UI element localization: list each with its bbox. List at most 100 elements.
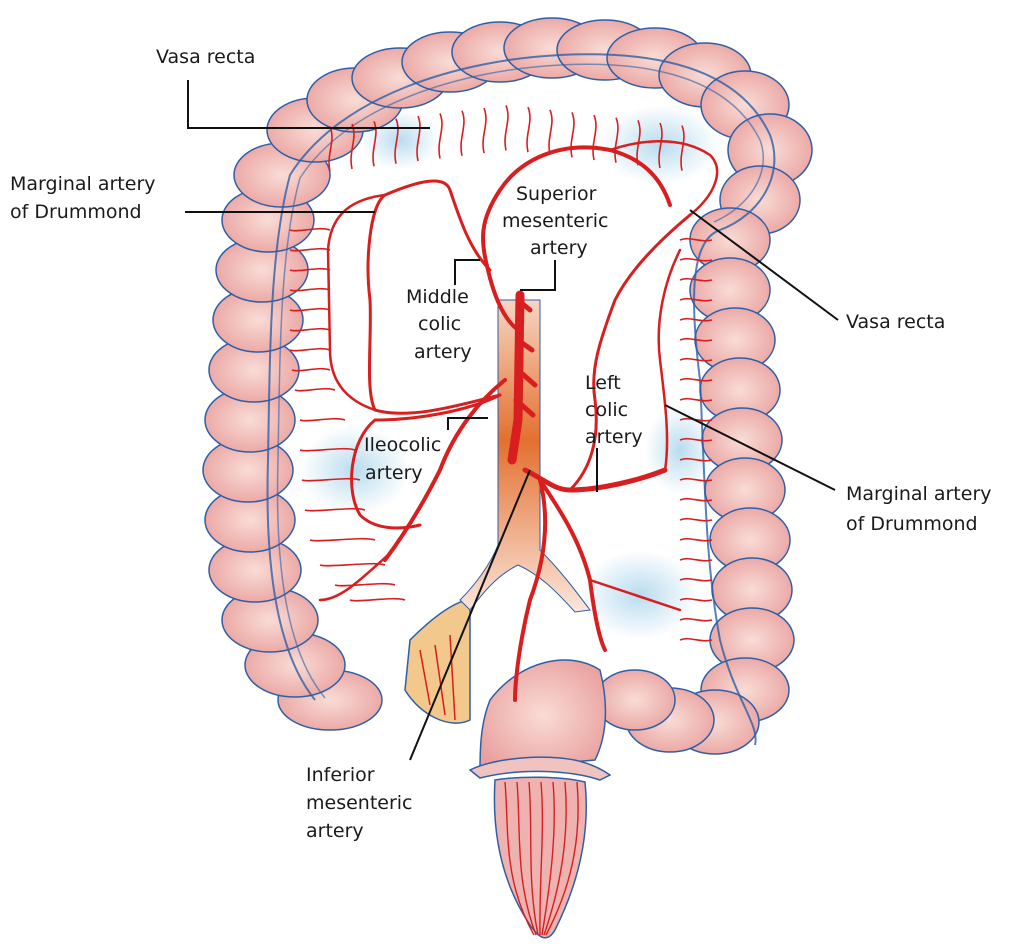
label-inferior-1: Inferior (306, 764, 375, 786)
label-ileocolic-2: artery (365, 462, 423, 484)
leader-vasa-recta-right (689, 209, 839, 321)
vasa-recta (301, 477, 361, 482)
aorta (459, 299, 591, 613)
label-middle-1: Middle (406, 286, 469, 308)
vasa-recta (289, 347, 331, 352)
label-marginal-left-1: Marginal artery (10, 173, 156, 195)
artery-branch (350, 393, 502, 530)
vasa-recta (658, 122, 663, 169)
artery-branch (588, 578, 682, 612)
vasa-recta (504, 105, 509, 151)
vasa-recta (592, 114, 597, 161)
vasa-recta (299, 417, 346, 422)
vasa-recta (679, 637, 713, 642)
vasa-recta (289, 327, 331, 332)
label-inferior-3: artery (306, 820, 364, 842)
vasa-recta (679, 437, 713, 442)
artery-branch (608, 140, 719, 217)
vasa-recta (334, 582, 396, 587)
vasa-recta (679, 377, 713, 382)
vasa-recta (394, 118, 399, 164)
vasa-recta (679, 537, 713, 542)
label-superior-2: mesenteric (502, 210, 609, 232)
label-ileocolic-1: Ileocolic (364, 434, 441, 456)
artery-branch (481, 145, 672, 332)
vasa-recta (679, 477, 713, 482)
vasa-recta (319, 562, 386, 567)
label-marginal-right-1: Marginal artery (846, 483, 992, 505)
vasa-recta (291, 367, 331, 372)
vasa-recta (309, 537, 376, 542)
label-middle-3: artery (414, 341, 472, 363)
vasa-recta (304, 507, 366, 512)
leader-inferior (409, 469, 531, 761)
rectal-vessel (541, 781, 555, 936)
leader-ileocolic (447, 417, 488, 430)
vasa-recta (289, 227, 331, 232)
artery-branch (657, 248, 682, 472)
vasa-recta (460, 110, 465, 156)
vasa-recta (349, 597, 406, 602)
label-left-colic-1: Left (585, 372, 621, 394)
labels: Vasa recta Marginal artery of Drummond S… (10, 46, 992, 842)
artery-branch (568, 213, 692, 492)
artery-branch (326, 193, 387, 412)
vasa-recta (416, 115, 421, 162)
vasa-recta (636, 120, 641, 166)
label-vasa-recta-top: Vasa recta (156, 46, 255, 68)
vasa-recta (679, 397, 713, 402)
label-superior-1: Superior (516, 183, 597, 205)
colon-haustrum (594, 669, 676, 731)
vasa-recta (328, 126, 333, 172)
vasa-recta (548, 109, 553, 155)
rectal-vessel (504, 781, 535, 936)
vasa-recta (679, 257, 713, 262)
vasa-recta (679, 237, 713, 242)
label-vasa-recta-right: Vasa recta (846, 311, 945, 333)
vasa-recta (289, 287, 331, 292)
colon (202, 17, 813, 755)
rectal-vessel (545, 781, 579, 936)
label-marginal-right-2: of Drummond (846, 513, 978, 535)
artery-branch (366, 179, 502, 415)
vasa-recta (680, 125, 685, 171)
leader-marginal-right (664, 404, 836, 491)
leader-vasa-recta-top (187, 80, 430, 129)
label-marginal-left-2: of Drummond (10, 201, 142, 223)
vasa-recta (482, 107, 487, 154)
vasa-recta (679, 497, 713, 502)
vasa-recta (438, 113, 443, 159)
vasa-recta (679, 457, 713, 462)
vasa-recta (679, 617, 713, 622)
vasa-recta (679, 337, 713, 342)
artery-branch (507, 290, 525, 465)
ileal-stump (404, 599, 471, 724)
leader-middle (454, 259, 480, 285)
vasa-recta (679, 597, 713, 602)
label-middle-2: colic (418, 313, 461, 335)
label-inferior-2: mesenteric (306, 792, 413, 814)
vasa-recta (299, 447, 356, 452)
vasa-recta (614, 117, 619, 163)
vasa-recta (289, 307, 331, 312)
taenia-coli (266, 53, 776, 746)
rectal-vessel (539, 781, 544, 936)
arteries (289, 105, 719, 936)
label-superior-3: artery (530, 237, 588, 259)
vasa-recta (679, 517, 713, 522)
artery-branch (318, 553, 390, 602)
vasa-recta (679, 357, 713, 362)
vasa-recta (679, 297, 713, 302)
vasa-recta (570, 112, 575, 158)
vasa-recta (679, 557, 713, 562)
vasa-recta (679, 577, 713, 582)
leader-lines (185, 80, 839, 761)
label-left-colic-2: colic (585, 399, 628, 421)
artery-branch (513, 478, 548, 702)
label-left-colic-3: artery (585, 426, 643, 448)
vasa-recta (526, 106, 531, 153)
vasa-recta (372, 121, 377, 167)
vasa-recta (679, 317, 713, 322)
vasa-recta (294, 387, 336, 392)
